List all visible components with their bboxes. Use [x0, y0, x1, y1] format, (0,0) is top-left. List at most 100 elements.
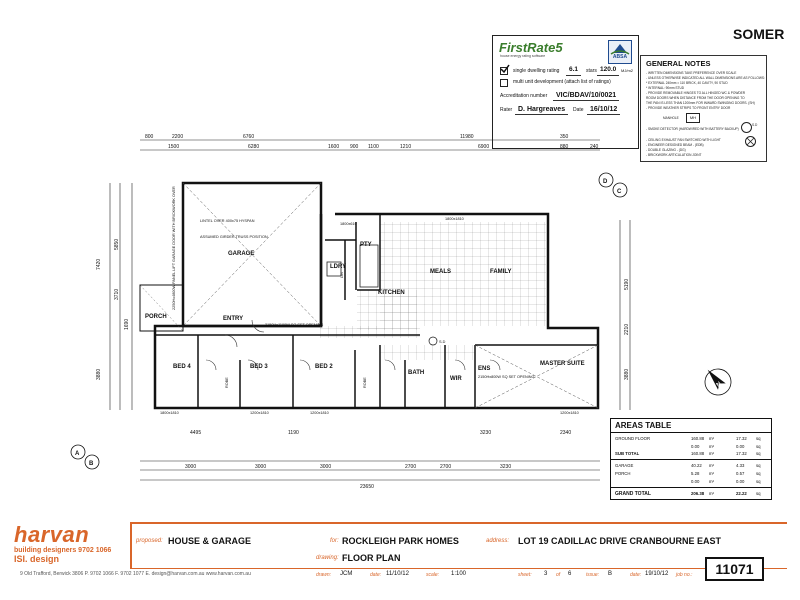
- area-sq-unit: sq: [756, 491, 761, 496]
- dim-right: 2210: [624, 324, 630, 335]
- dim-right: 5190: [624, 279, 630, 290]
- note-line: - PROVIDE WEATHER STRIPS TO FRONT ENTRY …: [646, 106, 731, 110]
- area-sq: 17.32: [736, 436, 747, 441]
- note-line: MANHOLE: [663, 116, 679, 120]
- rater-date-value: 16/10/12: [587, 106, 621, 115]
- area-m2: 160.88: [691, 451, 705, 456]
- dim-top: 6760: [243, 134, 254, 140]
- area-sq-unit: sq: [756, 436, 761, 441]
- job-label: job no.:: [676, 572, 693, 578]
- issue-label: issue:: [586, 572, 600, 578]
- room-bed2: BED 2: [315, 364, 333, 370]
- area-unit: m²: [709, 436, 715, 441]
- area-label: PORCH: [615, 471, 631, 476]
- area-unit: m²: [709, 479, 715, 484]
- room-bed4: BED 4: [173, 364, 191, 370]
- of-value: 6: [568, 571, 572, 577]
- area-unit: m²: [709, 444, 715, 449]
- area-sq-unit: sq: [756, 471, 761, 476]
- areas-table: AREAS TABLE GROUND FLOOR 160.88 m² 17.32…: [610, 418, 772, 500]
- drawing-value: FLOOR PLAN: [342, 553, 401, 563]
- area-label: GROUND FLOOR: [615, 436, 651, 441]
- area-m2: 40.22: [691, 463, 702, 468]
- for-value: ROCKLEIGH PARK HOMES: [342, 536, 459, 546]
- dim-bottom: 3000: [255, 464, 266, 470]
- date-value: 11/10/12: [386, 571, 409, 577]
- note-line: - BRICKWORK ARTICULATION JOINT: [646, 153, 702, 157]
- issue-date-label: date:: [630, 572, 642, 578]
- garage-note: ASSUMED GIRDER TRUSS POSITION: [200, 235, 268, 239]
- dim-top: 6900: [478, 144, 489, 150]
- room-bed3: BED 3: [250, 364, 268, 370]
- area-sq: 4.33: [736, 463, 745, 468]
- room-kitchen: KITCHEN: [378, 290, 405, 296]
- area-label: GARAGE: [615, 463, 634, 468]
- window-label: 1800x1810: [445, 217, 464, 221]
- note-line: - SMOKE DETECTOR (HARDWIRED WITH BATTERY…: [646, 127, 739, 131]
- room-entry: ENTRY: [223, 316, 243, 322]
- dim-right: 3880: [624, 369, 630, 380]
- area-sq-unit: sq: [756, 451, 761, 456]
- area-sq: 22.22: [736, 491, 747, 496]
- area-m2: 160.88: [691, 436, 705, 441]
- area-m2: 206.38: [691, 491, 705, 496]
- area-sq: 0.00: [736, 479, 745, 484]
- area-m2: 0.00: [691, 479, 700, 484]
- dim-bottom: 4495: [190, 430, 201, 436]
- dim-top: 11980: [460, 134, 474, 140]
- area-label: SUB TOTAL: [615, 451, 640, 456]
- window-label: 1800x610: [340, 222, 357, 226]
- of-label: of: [556, 572, 561, 578]
- area-sq: 0.00: [736, 444, 745, 449]
- dim-top: 1100: [368, 144, 379, 150]
- note-line: - CEILING EXHAUST FAN SWITCHED WITH LIGH…: [646, 138, 721, 142]
- firstrate-tagline: house energy rating software: [500, 54, 546, 58]
- proposed-value: HOUSE & GARAGE: [168, 536, 252, 546]
- room-pty: PTY: [360, 242, 372, 248]
- dim-top: 2200: [172, 134, 183, 140]
- floor-plan: 800 2200 6760 11980 350 1500 6280 1600 9…: [70, 134, 732, 490]
- svg-text:N: N: [716, 381, 723, 388]
- room-garage: GARAGE: [228, 251, 254, 257]
- room-master: MASTER SUITE: [540, 361, 585, 367]
- dim-bottom: 2340: [560, 430, 571, 436]
- sheet-label: sheet:: [518, 572, 532, 578]
- stars-label: stars: [586, 68, 597, 74]
- dim-top: 240: [590, 144, 599, 150]
- grid-marker-b: [84, 454, 100, 470]
- titleblock-rule: [130, 522, 132, 569]
- dim-bottom: 3000: [320, 464, 331, 470]
- titleblock-rule: [132, 568, 787, 569]
- room-family: FAMILY: [490, 269, 511, 275]
- dim-left: 1690: [124, 319, 130, 330]
- brand-logo: harvan: [14, 522, 90, 547]
- drawn-value: JCM: [340, 571, 353, 577]
- rater-label: Rater: [500, 107, 513, 113]
- drawn-label: drawn:: [316, 572, 332, 578]
- accreditation-value: VIC/BDAV/10/0021: [553, 92, 620, 101]
- area-sq-unit: sq: [756, 463, 761, 468]
- titleblock-rule: [132, 522, 787, 524]
- dim-top: 800: [145, 134, 154, 140]
- sheet-value: 3: [544, 571, 548, 577]
- garage-note: LINTEL OVER 400x75 HYSPAN: [200, 219, 255, 223]
- room-ldry: LDRY: [330, 264, 346, 270]
- opening-note: 2150Hx800W SQ SET OPENING: [478, 375, 535, 379]
- brand-isi: ISI. design: [14, 554, 60, 564]
- address-label: address:: [486, 538, 510, 544]
- note-line: - PROVIDE REMOVABLE HINGES TO ALL HINGED…: [646, 91, 746, 95]
- dim-bottom: 2700: [405, 464, 416, 470]
- for-label: for:: [330, 538, 339, 544]
- dim-bottom: 1190: [288, 430, 299, 436]
- firstrate-box: FirstRate5 house energy rating software …: [492, 35, 639, 149]
- areas-heading: AREAS TABLE: [615, 421, 672, 430]
- dim-top: 1210: [400, 144, 411, 150]
- exhaust-fan-icon: [745, 136, 756, 147]
- rater-date-label: Date: [573, 107, 584, 113]
- area-label: GRAND TOTAL: [615, 491, 651, 497]
- accreditation-label: Accreditation number: [500, 93, 548, 99]
- multi-checkbox: [500, 79, 508, 87]
- dim-left: 7420: [96, 259, 102, 270]
- address-value: LOT 19 CADILLAC DRIVE CRANBOURNE EAST: [518, 536, 722, 546]
- single-checkbox: [500, 64, 510, 75]
